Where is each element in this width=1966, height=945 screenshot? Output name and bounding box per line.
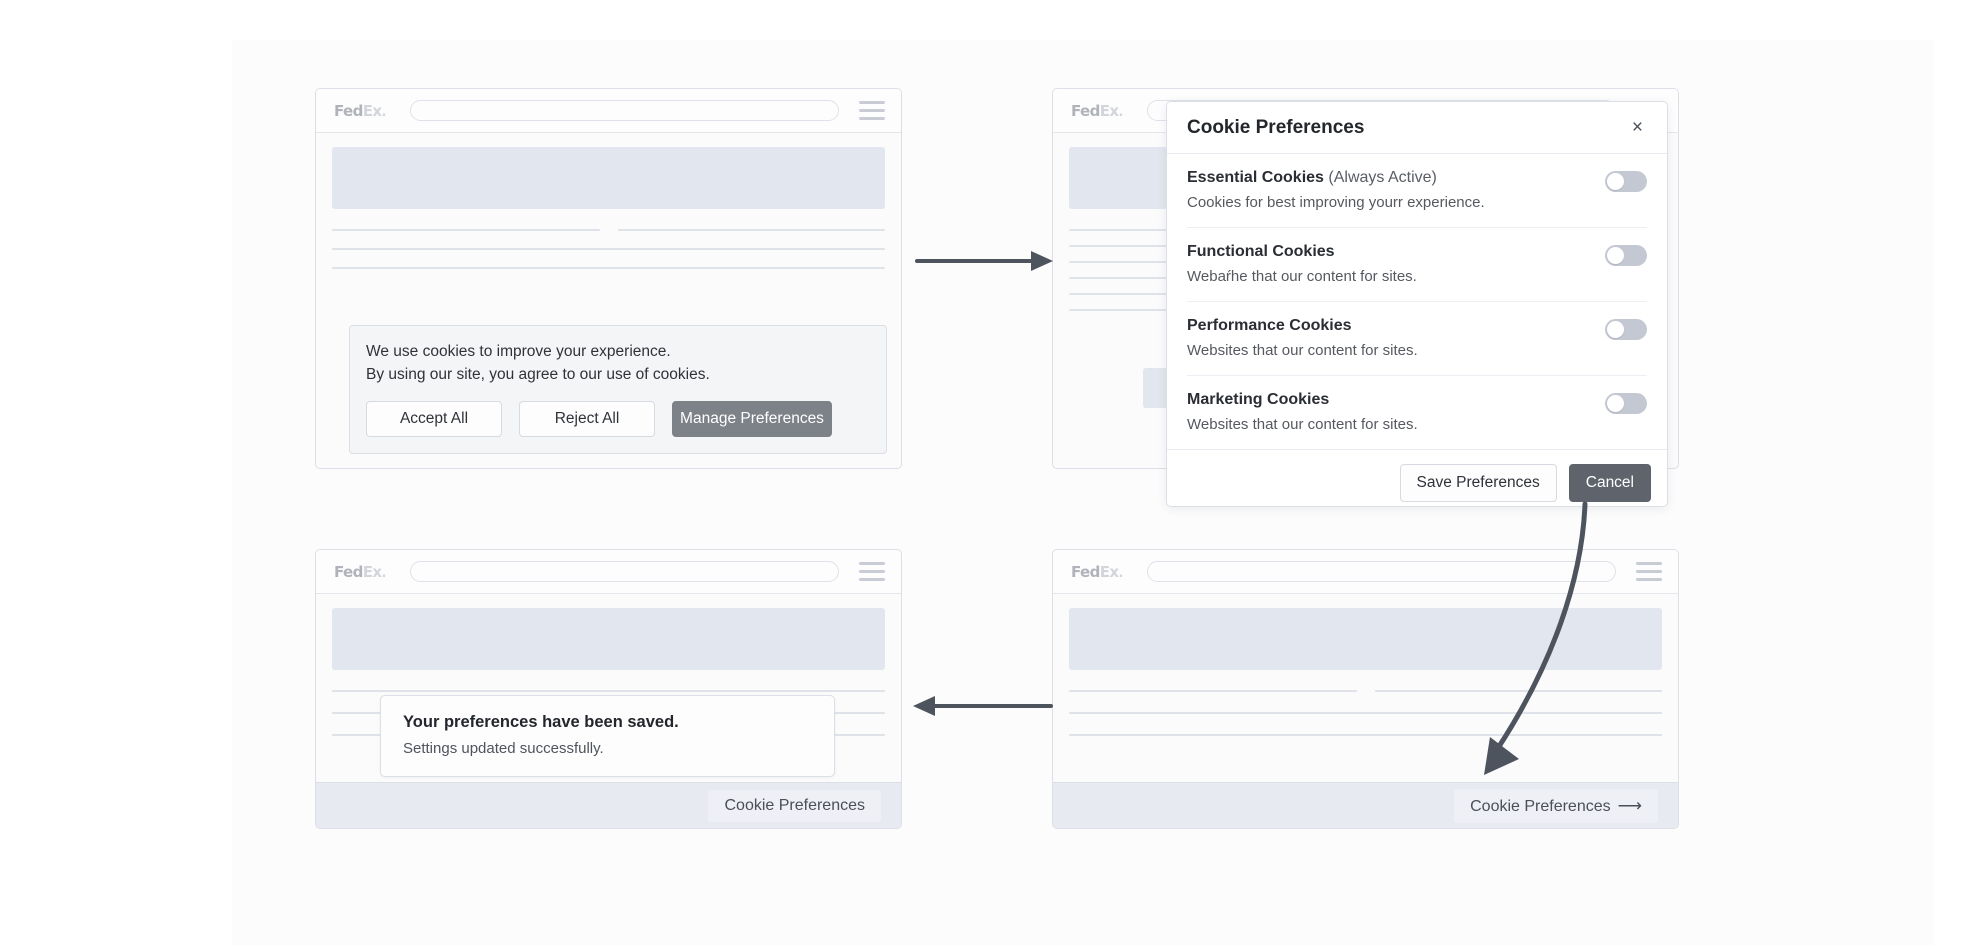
preference-text: Performance Cookies Websites that our co… [1187,317,1434,359]
hero-placeholder [332,608,885,670]
cookie-consent-banner: We use cookies to improve your experienc… [349,324,887,454]
banner-line-1: We use cookies to improve your experienc… [366,342,671,360]
preference-description: Websites that our content for sites. [1187,416,1418,433]
modal-title: Cookie Preferences [1187,116,1365,138]
preference-name: Marketing Cookies [1187,391,1418,409]
preference-name: Performance Cookies [1187,317,1418,335]
hamburger-menu-icon[interactable] [859,99,885,122]
modal-body: Essential Cookies (Always Active) Cookie… [1167,154,1667,449]
toggle-performance-cookies[interactable] [1605,319,1647,340]
save-preferences-button[interactable]: Save Preferences [1399,464,1557,502]
toggle-functional-cookies[interactable] [1605,245,1647,266]
toggle-essential-cookies[interactable] [1605,171,1647,192]
window-footer: Cookie Preferences ⟶ [1053,782,1678,828]
preference-row-performance: Performance Cookies Websites that our co… [1187,302,1647,376]
search-input[interactable] [409,100,839,121]
cancel-button[interactable]: Cancel [1568,464,1651,502]
toggle-marketing-cookies[interactable] [1605,393,1647,414]
reject-all-button[interactable]: Reject All [519,401,655,437]
preference-note: (Always Active) [1328,169,1437,186]
preference-label: Performance Cookies [1187,317,1352,334]
preference-text: Marketing Cookies Websites that our cont… [1187,391,1434,433]
fedex-logo-fed: Fed [334,101,363,120]
banner-line-2: By using our site, you agree to our use … [366,366,710,384]
toast-subtitle: Settings updated successfully. [403,740,604,757]
fedex-logo-dot: . [381,104,386,120]
preference-label: Functional Cookies [1187,243,1335,260]
fedex-logo-dot: . [1118,104,1123,120]
fedex-logo-dot: . [381,565,386,581]
banner-actions: Accept All Reject All Manage Preferences [366,401,870,437]
toggle-knob [1607,247,1624,264]
window-footer: Cookie Preferences [316,782,901,828]
fedex-logo-ex: Ex [362,562,382,581]
preference-row-marketing: Marketing Cookies Websites that our cont… [1187,376,1647,449]
arrow-banner-to-modal [915,251,1053,271]
hero-placeholder [1069,608,1662,670]
fedex-logo: FedEx. [1069,102,1123,120]
modal-header: Cookie Preferences × [1167,102,1667,154]
preference-text: Essential Cookies (Always Active) Cookie… [1187,169,1501,211]
preferences-saved-toast: Your preferences have been saved. Settin… [380,695,835,777]
close-icon[interactable]: × [1631,117,1643,138]
fedex-logo-ex: Ex [362,101,382,120]
fedex-logo-fed: Fed [1071,562,1100,581]
toggle-knob [1607,173,1624,190]
preference-description: Cookies for best improving yourr experie… [1187,194,1485,211]
footer-button-label: Cookie Preferences [1470,797,1611,815]
search-input[interactable] [1146,561,1616,582]
hamburger-menu-icon[interactable] [859,560,885,583]
preference-name: Essential Cookies (Always Active) [1187,169,1485,187]
preference-row-essential: Essential Cookies (Always Active) Cookie… [1187,154,1647,228]
accept-all-button[interactable]: Accept All [366,401,502,437]
right-arrow-icon: ⟶ [1617,795,1642,815]
arrow-saved-to-footer [913,696,1053,716]
cookie-preferences-footer-button[interactable]: Cookie Preferences ⟶ [1454,788,1658,823]
page-content [1053,594,1678,736]
page-content [316,133,901,269]
preference-text: Functional Cookies Webaŕhe that our con… [1187,243,1433,285]
fedex-logo: FedEx. [332,102,386,120]
fedex-logo-ex: Ex [1099,562,1119,581]
fedex-logo-ex: Ex [1099,101,1119,120]
panel-footer-entrypoint: FedEx. Cookie Preferences ⟶ [1052,549,1679,829]
manage-preferences-button[interactable]: Manage Preferences [672,401,832,437]
toast-title: Your preferences have been saved. [403,713,679,731]
preference-label: Marketing Cookies [1187,391,1330,408]
preference-name: Functional Cookies [1187,243,1417,261]
fedex-logo-fed: Fed [1071,101,1100,120]
cookie-preferences-footer-button[interactable]: Cookie Preferences [708,789,881,822]
hero-placeholder [332,147,885,209]
panel-cookie-banner: FedEx. We use cookies to improve your ex… [315,88,902,469]
cookie-preferences-modal: Cookie Preferences × Essential Cookies (… [1166,101,1668,507]
content-lines [1069,690,1662,736]
modal-footer: Save Preferences Cancel [1167,449,1667,506]
search-input[interactable] [409,561,839,582]
fedex-logo-fed: Fed [334,562,363,581]
panel-preferences-saved: FedEx. Your preferences have been saved.… [315,549,902,829]
browser-header: FedEx. [316,550,901,594]
fedex-logo: FedEx. [1069,563,1123,581]
toggle-knob [1607,395,1624,412]
preference-row-functional: Functional Cookies Webaŕhe that our con… [1187,228,1647,302]
toggle-knob [1607,321,1624,338]
preference-label: Essential Cookies [1187,169,1324,186]
preference-description: Webaŕhe that our content for sites. [1187,268,1417,285]
fedex-logo-dot: . [1118,565,1123,581]
preference-description: Websites that our content for sites. [1187,342,1418,359]
hamburger-menu-icon[interactable] [1636,560,1662,583]
browser-header: FedEx. [1053,550,1678,594]
content-lines [332,229,885,269]
fedex-logo: FedEx. [332,563,386,581]
browser-header: FedEx. [316,89,901,133]
